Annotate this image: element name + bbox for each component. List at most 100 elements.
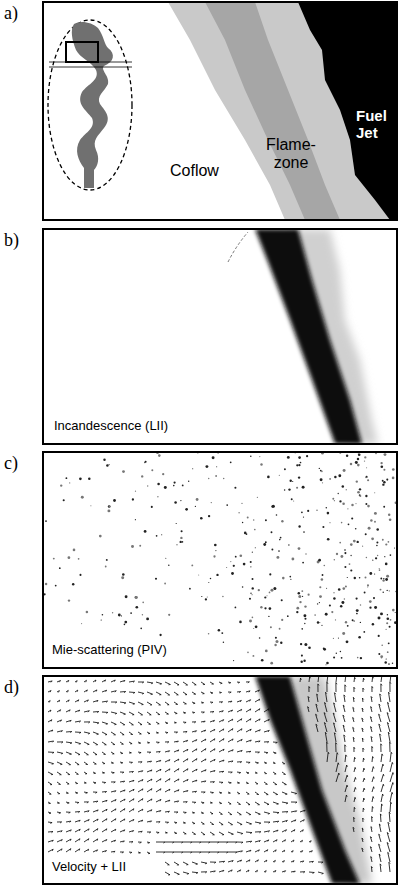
vector-head [133,693,135,694]
particle-dot [142,614,143,615]
particle-dot [289,576,291,578]
velocity-vector [370,847,372,852]
vector-head [205,739,207,741]
particle-dot [53,558,55,560]
vector-head [239,870,241,872]
velocity-vector [325,732,327,742]
velocity-vector [334,733,336,742]
particle-dot [351,517,353,519]
particle-dot [298,456,301,459]
velocity-vector [201,792,205,793]
vector-head [321,862,323,863]
velocity-vector [300,810,305,812]
vector-head [364,788,366,790]
velocity-vector [291,811,297,812]
vector-head [178,779,180,781]
vector-head [286,812,288,813]
particle-dot [302,562,304,564]
velocity-vector [165,712,169,714]
particle-dot [210,578,211,579]
particle-dot [388,541,390,543]
velocity-vector [156,832,159,834]
fuel-jet-region [298,2,397,220]
velocity-vector [353,697,355,702]
particle-dot [377,555,378,556]
velocity-vector [102,690,107,692]
vector-head [132,831,133,833]
vector-head [79,849,81,851]
velocity-vector [333,713,336,722]
velocity-vector [255,822,261,823]
velocity-vector [57,782,61,784]
vector-head [362,838,364,839]
vector-head [148,733,150,734]
particle-dot [180,537,182,539]
velocity-vector [192,749,197,752]
vector-head [104,782,106,784]
vector-head [175,822,177,824]
vector-head [142,682,144,683]
vector-head [186,802,188,803]
vector-head [226,852,228,853]
vector-head [169,789,171,791]
velocity-vector [264,772,267,774]
velocity-vector [129,799,134,802]
particle-dot [151,469,153,471]
vector-head [304,810,305,812]
particle-dot [284,489,286,491]
velocity-vector [183,692,187,695]
particle-dot [382,480,384,482]
velocity-vector [246,832,252,834]
vector-head [354,817,355,819]
vector-head [220,803,222,804]
particle-dot [383,506,385,508]
particle-dot [344,549,346,551]
vector-head [389,692,390,694]
vector-head [370,717,372,718]
velocity-vector [84,700,88,702]
particle-dot [380,655,383,658]
velocity-vector [93,690,97,692]
vector-head [337,753,339,755]
vector-head [294,830,296,832]
vector-head [51,720,53,722]
vector-head [268,730,269,732]
vector-head [239,692,241,693]
velocity-vector [75,752,80,755]
particle-dot [181,530,183,532]
velocity-vector [183,842,192,843]
velocity-vector [264,802,269,804]
vector-head [222,711,223,713]
velocity-vector [138,732,141,734]
vector-head [124,714,126,716]
particle-dot [367,586,368,587]
velocity-vector [255,802,260,805]
velocity-vector [345,755,347,762]
velocity-vector [379,854,381,862]
velocity-vector [308,707,309,712]
velocity-vector [228,739,233,742]
velocity-vector [48,710,51,712]
particle-dot [135,596,137,598]
vector-head [133,819,134,821]
particle-dot [319,622,320,623]
particle-dot [278,550,280,552]
vector-head [123,781,124,782]
velocity-vector [120,712,126,714]
particle-dot [394,547,395,548]
vector-head [61,849,63,851]
vector-head [276,794,278,795]
vector-head [115,702,117,703]
velocity-vector [102,732,107,735]
vector-head [66,793,68,794]
particle-dot [353,620,355,622]
vector-head [172,842,174,843]
vector-head [276,840,278,842]
vector-head [178,790,179,792]
particle-dot [144,530,147,533]
velocity-vector [255,730,260,732]
velocity-vector [210,739,215,742]
particle-dot [158,454,161,457]
vector-head [97,734,99,736]
vector-head [166,723,168,724]
